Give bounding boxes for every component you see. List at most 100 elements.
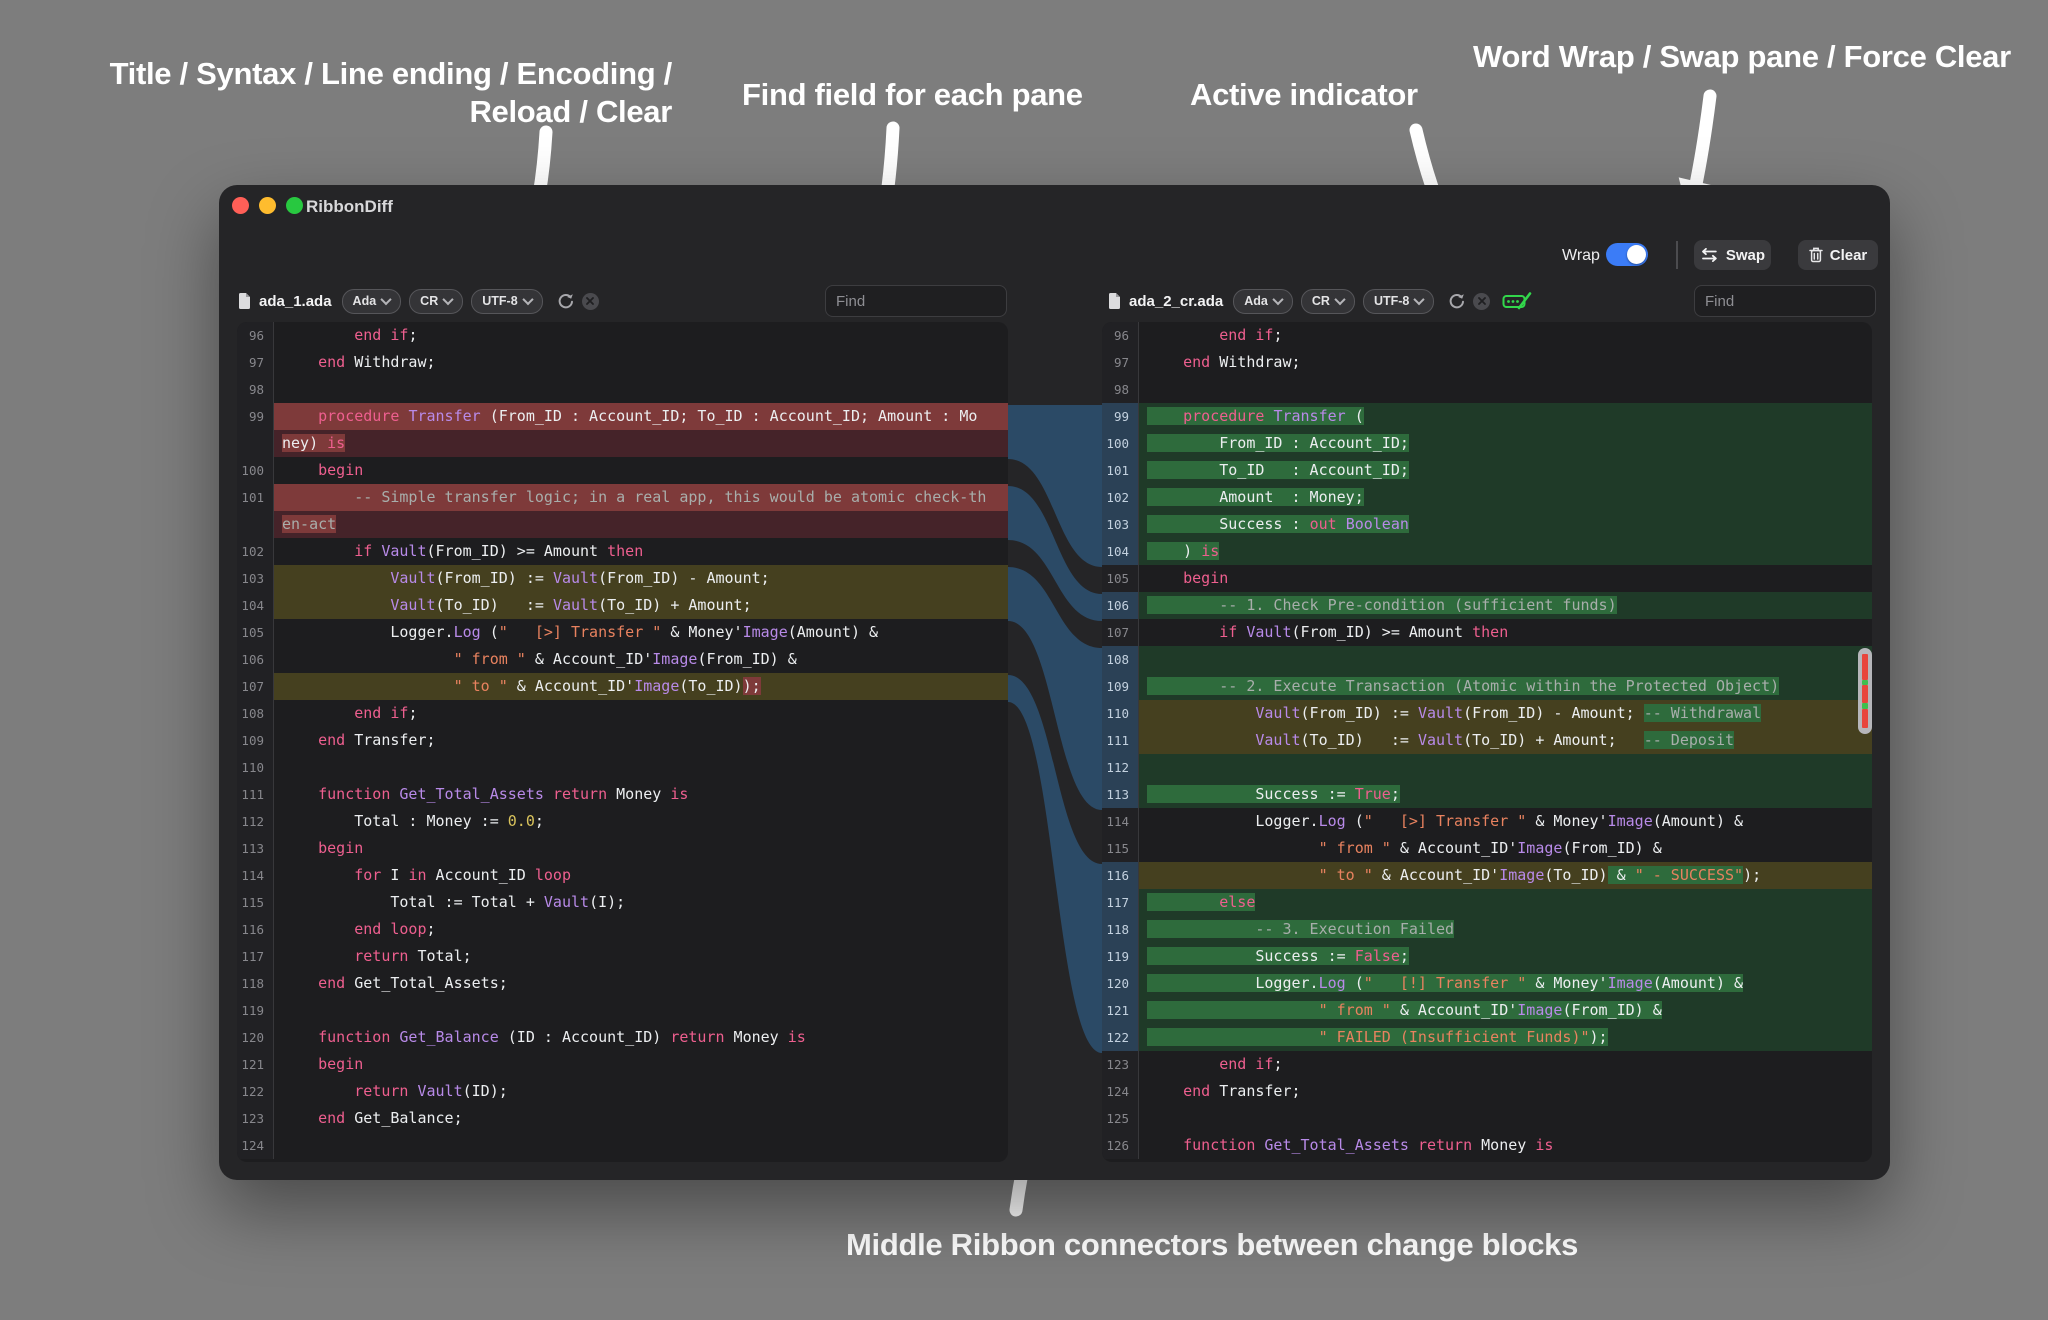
- right-line-ending-dropdown[interactable]: CR: [1300, 288, 1355, 314]
- left-find-input[interactable]: [825, 285, 1007, 317]
- line-number: 118: [1102, 916, 1139, 943]
- code-line: 119 Success := False;: [1102, 943, 1872, 970]
- line-number: 108: [237, 700, 274, 727]
- code-line: 108 end if;: [237, 700, 1008, 727]
- line-number: 122: [1102, 1024, 1139, 1051]
- code-line: 96 end if;: [1102, 322, 1872, 349]
- annotation-title-syntax: Title / Syntax / Line ending / Encoding …: [109, 56, 673, 129]
- zoom-traffic-light[interactable]: [286, 197, 303, 214]
- line-number: 123: [237, 1105, 274, 1132]
- code-line: 115 Total := Total + Vault(I);: [237, 889, 1008, 916]
- left-line-ending-dropdown[interactable]: CR: [409, 288, 464, 314]
- code-line: 96 end if;: [237, 322, 1008, 349]
- line-number: [237, 511, 274, 538]
- code-text: Logger.Log (" [!] Transfer " & Money'Ima…: [1139, 970, 1872, 997]
- left-encoding-dropdown[interactable]: UTF-8: [471, 288, 543, 314]
- line-number: [237, 430, 274, 457]
- right-pane-header: ada_2_cr.ada Ada CR UTF-8: [1108, 286, 1532, 316]
- trash-icon: [1808, 247, 1823, 263]
- right-pane-scrollbar[interactable]: [1858, 648, 1872, 734]
- reload-icon: [1450, 293, 1465, 308]
- code-text: end Transfer;: [1183, 1082, 1301, 1100]
- code-line: 103 Success : out Boolean: [1102, 511, 1872, 538]
- line-number: 102: [1102, 484, 1139, 511]
- code-line: 120 function Get_Balance (ID : Account_I…: [237, 1024, 1008, 1051]
- code-text: end Get_Total_Assets;: [318, 974, 508, 992]
- line-number: 119: [1102, 943, 1139, 970]
- line-number: 122: [237, 1078, 274, 1105]
- line-number: 108: [1102, 646, 1139, 673]
- right-encoding-dropdown[interactable]: UTF-8: [1362, 288, 1435, 314]
- code-text: function Get_Balance (ID : Account_ID) r…: [318, 1028, 806, 1046]
- line-number: 99: [1102, 403, 1139, 430]
- code-line: 103 Vault(From_ID) := Vault(From_ID) - A…: [237, 565, 1008, 592]
- swap-button-label: Swap: [1725, 246, 1765, 264]
- reload-icon: [558, 293, 573, 308]
- left-reload-button[interactable]: [557, 293, 574, 310]
- close-traffic-light[interactable]: [232, 197, 249, 214]
- code-line: 98: [237, 376, 1008, 403]
- line-number: 110: [237, 754, 274, 781]
- code-line: 106 " from " & Account_ID'Image(From_ID)…: [237, 646, 1008, 673]
- code-text: end if;: [1219, 326, 1283, 344]
- clear-button[interactable]: Clear: [1798, 240, 1878, 270]
- code-text: end Get_Balance;: [318, 1109, 463, 1127]
- code-text: end if;: [1219, 1055, 1283, 1073]
- code-text: procedure Transfer (: [1139, 403, 1872, 430]
- line-number: 114: [1102, 808, 1139, 835]
- line-number: 106: [237, 646, 274, 673]
- right-clear-button[interactable]: [1473, 292, 1491, 310]
- code-line: 104 ) is: [1102, 538, 1872, 565]
- code-line: 106 -- 1. Check Pre-condition (sufficien…: [1102, 592, 1872, 619]
- code-text: [274, 376, 1008, 403]
- line-number: 99: [237, 403, 274, 430]
- word-wrap-toggle[interactable]: [1606, 243, 1648, 266]
- right-syntax-dropdown[interactable]: Ada: [1233, 288, 1293, 314]
- line-number: 111: [1102, 727, 1139, 754]
- line-number: 116: [237, 916, 274, 943]
- line-number: 113: [237, 835, 274, 862]
- active-editing-icon: [1502, 292, 1532, 310]
- annotation-middle-ribbon: Middle Ribbon connectors between change …: [846, 1227, 1579, 1262]
- left-clear-button[interactable]: [581, 292, 599, 310]
- annotation-active-indicator: Active indicator: [1190, 77, 1418, 112]
- code-line: 102 Amount : Money;: [1102, 484, 1872, 511]
- line-number: 123: [1102, 1051, 1139, 1078]
- right-reload-button[interactable]: [1448, 293, 1465, 310]
- line-number: 98: [237, 376, 274, 403]
- code-line: 123 end if;: [1102, 1051, 1872, 1078]
- code-line: 108: [1102, 646, 1872, 673]
- right-find-input[interactable]: [1694, 285, 1876, 317]
- line-number: 110: [1102, 700, 1139, 727]
- minimize-traffic-light[interactable]: [259, 197, 276, 214]
- code-text: [274, 1132, 1008, 1159]
- right-line-ending-value: CR: [1311, 294, 1330, 308]
- ribbon-band: [1008, 567, 1102, 810]
- code-line: 110 Vault(From_ID) := Vault(From_ID) - A…: [1102, 700, 1872, 727]
- left-syntax-dropdown[interactable]: Ada: [341, 288, 402, 314]
- code-line: ney) is: [237, 430, 1008, 457]
- code-text: To_ID : Account_ID;: [1139, 457, 1872, 484]
- code-text: " FAILED (Insufficient Funds)");: [1139, 1024, 1872, 1051]
- code-text: ney) is: [274, 430, 1008, 457]
- line-number: 112: [237, 808, 274, 835]
- code-line: 109 end Transfer;: [237, 727, 1008, 754]
- close-icon: [586, 297, 595, 305]
- code-text: Logger.Log (" [>] Transfer " & Money'Ima…: [1147, 812, 1744, 830]
- code-line: 121 begin: [237, 1051, 1008, 1078]
- line-number: 100: [1102, 430, 1139, 457]
- code-line: 113 begin: [237, 835, 1008, 862]
- code-line: 114 for I in Account_ID loop: [237, 862, 1008, 889]
- code-text: [274, 754, 1008, 781]
- line-number: 117: [237, 943, 274, 970]
- code-text: Success : out Boolean: [1139, 511, 1872, 538]
- swap-button[interactable]: Swap: [1694, 240, 1771, 270]
- left-line-ending-value: CR: [420, 294, 439, 308]
- wrap-label: Wrap: [1562, 247, 1600, 264]
- code-line: 117 return Total;: [237, 943, 1008, 970]
- code-text: Vault(From_ID) := Vault(From_ID) - Amoun…: [274, 565, 1008, 592]
- line-number: 125: [1102, 1105, 1139, 1132]
- code-text: [1139, 1105, 1872, 1132]
